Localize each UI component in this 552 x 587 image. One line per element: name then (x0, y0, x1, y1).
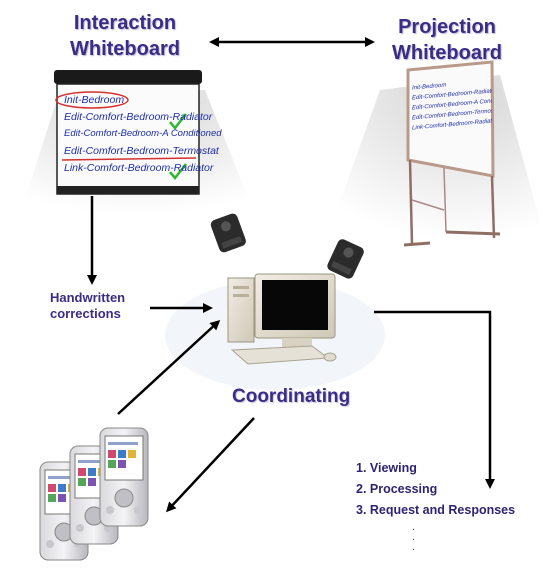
projector-left-icon (210, 213, 246, 253)
step-item: 2. Processing (356, 482, 438, 496)
ellipsis-dots: . . . (412, 521, 416, 553)
steps-list: 1. Viewing 2. Processing 3. Request and … (356, 458, 515, 521)
arrow-pda-to-computer (117, 319, 221, 415)
interaction-whiteboard-title: Interaction Whiteboard (60, 10, 190, 62)
arrow-computer-to-steps (374, 310, 495, 489)
projection-wb-list: Init-Bedroom Edit-Comfort-Bedroom-Radiat… (412, 77, 492, 134)
handwritten-label-line1: Handwritten (50, 290, 126, 305)
projection-whiteboard-title: Projection Whiteboard (382, 14, 512, 66)
interaction-wb-item: Edit-Comfort-Bedroom-A Conditioned (64, 128, 222, 139)
interaction-title-line2: Whiteboard (70, 38, 180, 60)
coordinating-label: Coordinating (232, 386, 351, 407)
projector-right-icon (327, 239, 364, 279)
interaction-wb-item: Edit-Comfort-Bedroom-Termostat (64, 145, 219, 157)
handwritten-label-line2: corrections (50, 306, 121, 321)
step-item: 3. Request and Responses (356, 503, 516, 517)
interaction-wb-item: Edit-Comfort-Bedroom-Radiator (64, 111, 213, 123)
step-item: 1. Viewing (356, 461, 417, 475)
handwritten-corrections-label: Handwritten corrections (50, 290, 125, 322)
projection-title-line2: Whiteboard (392, 42, 502, 64)
projection-title-line1: Projection (398, 16, 496, 38)
init-bedroom-circle-mark (55, 91, 129, 109)
arrow-computer-to-pda (165, 417, 255, 513)
interaction-whiteboard-screen (54, 70, 202, 195)
computer-icon (227, 273, 337, 365)
ellipsis-dot: . (412, 531, 416, 543)
check-mark-icon (169, 163, 187, 180)
ellipsis-dot: . (412, 521, 416, 533)
ellipsis-dot: . (412, 541, 416, 553)
interaction-wb-item: Link-Comfort-Bedroom-Radiator (64, 162, 214, 174)
check-mark-icon (169, 113, 187, 130)
interaction-title-line1: Interaction (73, 12, 177, 34)
link-underline-mark (61, 157, 197, 161)
interaction-wb-item: Init-Bedroom (64, 94, 125, 106)
pda-stack-icon (39, 427, 149, 561)
projection-whiteboard-screen (403, 60, 501, 247)
